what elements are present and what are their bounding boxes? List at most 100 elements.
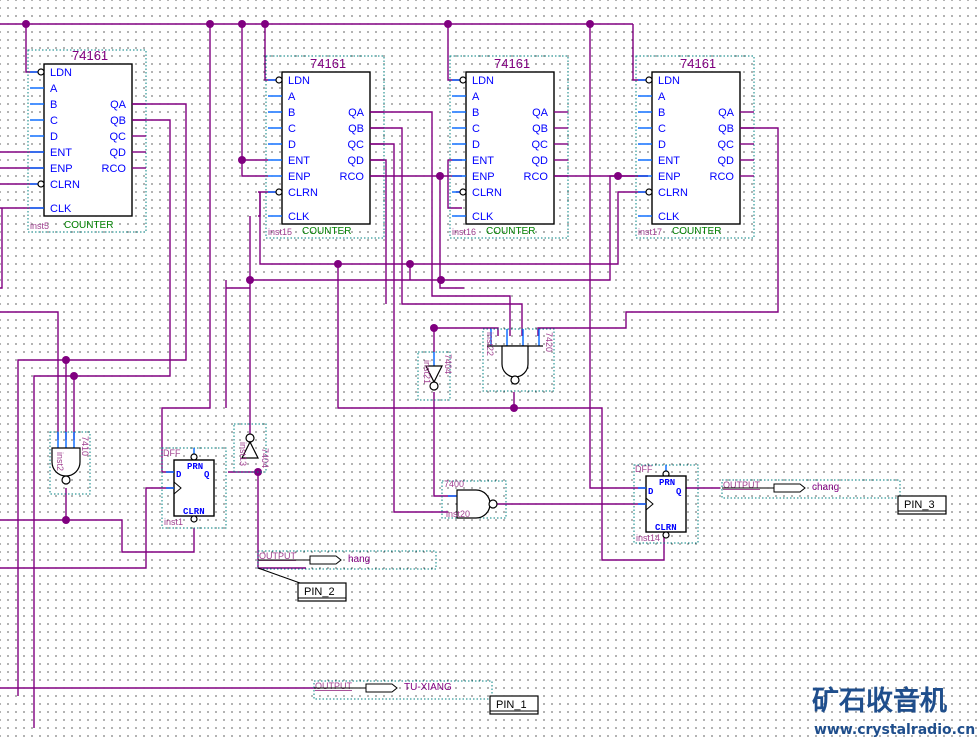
junction bbox=[261, 20, 269, 28]
counter-instance-label: inst17 bbox=[638, 227, 662, 237]
counter-pin-label: C bbox=[472, 123, 480, 135]
counter-inst17[interactable]: 74161LDNABCDENTENPCLRNCLKQAQBQCQDRCOinst… bbox=[635, 55, 755, 239]
dff-type-label: DFF bbox=[163, 448, 181, 458]
counter-pin-label: D bbox=[288, 139, 296, 151]
junction bbox=[70, 372, 78, 380]
counter-pin-label: D bbox=[658, 139, 666, 151]
junction bbox=[430, 324, 438, 332]
gate-part-label: 7404 bbox=[260, 448, 270, 468]
counter-pin-label: LDN bbox=[288, 75, 310, 87]
output-port-chang[interactable]: OUTPUT chang PIN_3 bbox=[721, 479, 947, 515]
dff-instance-label: inst14 bbox=[636, 533, 660, 543]
dff-pin-label: Q bbox=[676, 487, 682, 497]
counter-pin-label: QA bbox=[110, 99, 127, 111]
junction bbox=[22, 20, 30, 28]
nand4-gate-inst22[interactable]: inst22 7420 bbox=[482, 328, 555, 392]
pin-assignment: PIN_1 bbox=[496, 699, 527, 711]
counter-instance-label: inst5 bbox=[30, 221, 49, 231]
dff-pin-label: D bbox=[176, 470, 182, 480]
counter-title: 74161 bbox=[72, 48, 108, 63]
counter-pin-label: RCO bbox=[340, 171, 365, 183]
counter-pin-label: ENT bbox=[472, 155, 494, 167]
counter-inst15[interactable]: 74161LDNABCDENTENPCLRNCLKQAQBQCQDRCOinst… bbox=[265, 55, 385, 239]
dff-inst14[interactable]: DFF PRN D Q CLRN inst14 bbox=[633, 464, 699, 544]
counter-pin-label: ENT bbox=[288, 155, 310, 167]
watermark: 矿石收音机 www.crystalradio.cn bbox=[812, 685, 975, 738]
counter-pin-label: QC bbox=[532, 139, 549, 151]
junctions bbox=[22, 20, 622, 524]
counter-pin-label: ENT bbox=[50, 147, 72, 159]
wires bbox=[0, 23, 779, 728]
junction bbox=[334, 260, 342, 268]
counter-pin-label: C bbox=[658, 123, 666, 135]
counter-pin-label: ENP bbox=[658, 171, 681, 183]
counter-pin-label: QB bbox=[348, 123, 364, 135]
output-kind-label: OUTPUT bbox=[315, 681, 353, 691]
counters: 74161LDNABCDENTENPCLRNCLKQAQBQCQDRCOinst… bbox=[27, 48, 755, 239]
pin-assignment: PIN_3 bbox=[904, 499, 935, 511]
counter-pin-label: CLRN bbox=[472, 187, 502, 199]
inverter-gate-inst13[interactable]: inst13 7404 bbox=[233, 423, 270, 473]
counter-pin-label: QA bbox=[532, 107, 549, 119]
output-port-tu-xiang[interactable]: OUTPUT TU-XIANG PIN_1 bbox=[313, 680, 539, 715]
junction bbox=[406, 260, 414, 268]
output-name-label: hang bbox=[348, 554, 370, 565]
nand2-gate-inst20[interactable]: 7400 inst20 bbox=[441, 479, 507, 519]
counter-inst16[interactable]: 74161LDNABCDENTENPCLRNCLKQAQBQCQDRCOinst… bbox=[449, 55, 569, 239]
gate-part-label: 7400 bbox=[444, 479, 464, 489]
junction bbox=[444, 20, 452, 28]
counter-pin-label: C bbox=[50, 115, 58, 127]
counter-pin-label: A bbox=[288, 91, 296, 103]
counter-pin-label: B bbox=[658, 107, 665, 119]
counter-pin-label: A bbox=[658, 91, 666, 103]
counter-type-label: COUNTER bbox=[486, 226, 535, 237]
counter-pin-label: A bbox=[50, 83, 58, 95]
counter-pin-label: LDN bbox=[658, 75, 680, 87]
counter-type-label: COUNTER bbox=[672, 226, 721, 237]
counter-pin-label: LDN bbox=[472, 75, 494, 87]
counter-inst5[interactable]: 74161LDNABCDENTENPCLRNCLKQAQBQCQDRCOinst… bbox=[27, 48, 147, 233]
counter-pin-label: CLK bbox=[288, 211, 310, 223]
counter-pin-label: ENP bbox=[288, 171, 311, 183]
counter-pin-label: QC bbox=[718, 139, 735, 151]
inverter-gate-inst21[interactable]: inst21 7404 bbox=[417, 351, 453, 401]
counter-pin-label: D bbox=[50, 131, 58, 143]
counter-type-label: COUNTER bbox=[302, 226, 351, 237]
junction bbox=[614, 172, 622, 180]
counter-pin-label: B bbox=[472, 107, 479, 119]
counter-pin-label: QB bbox=[718, 123, 734, 135]
dff-pin-label: CLRN bbox=[183, 507, 205, 517]
watermark-title: 矿石收音机 bbox=[812, 685, 947, 717]
nand3-gate-inst2[interactable]: inst2 7410 bbox=[49, 431, 91, 495]
gate-instance-label: inst2 bbox=[55, 452, 65, 471]
counter-type-label: COUNTER bbox=[64, 220, 113, 231]
counter-pin-label: RCO bbox=[710, 171, 735, 183]
junction bbox=[206, 20, 214, 28]
counter-pin-label: B bbox=[288, 107, 295, 119]
counter-pin-label: RCO bbox=[524, 171, 549, 183]
gate-part-label: 7404 bbox=[443, 354, 453, 374]
output-port-hang[interactable]: OUTPUT hang PIN_2 bbox=[257, 550, 437, 602]
counter-pin-label: QD bbox=[718, 155, 735, 167]
gate-instance-label: inst22 bbox=[485, 332, 495, 356]
gate-part-label: 7420 bbox=[544, 332, 554, 352]
counter-title: 74161 bbox=[310, 56, 346, 71]
junction bbox=[246, 276, 254, 284]
counter-pin-label: CLK bbox=[472, 211, 494, 223]
gate-instance-label: inst13 bbox=[238, 442, 248, 466]
counter-instance-label: inst16 bbox=[452, 227, 476, 237]
dff-pin-label: D bbox=[648, 487, 654, 497]
junction bbox=[437, 276, 445, 284]
junction bbox=[238, 20, 246, 28]
counter-pin-label: QB bbox=[532, 123, 548, 135]
counter-title: 74161 bbox=[494, 56, 530, 71]
counter-instance-label: inst15 bbox=[268, 227, 292, 237]
counter-pin-label: RCO bbox=[102, 163, 127, 175]
junction bbox=[510, 404, 518, 412]
dff-instance-label: inst1 bbox=[164, 517, 183, 527]
dff-inst1[interactable]: DFF PRN D Q CLRN inst1 bbox=[161, 447, 227, 529]
counter-pin-label: QD bbox=[110, 147, 127, 159]
dff-pin-label: PRN bbox=[187, 462, 203, 472]
